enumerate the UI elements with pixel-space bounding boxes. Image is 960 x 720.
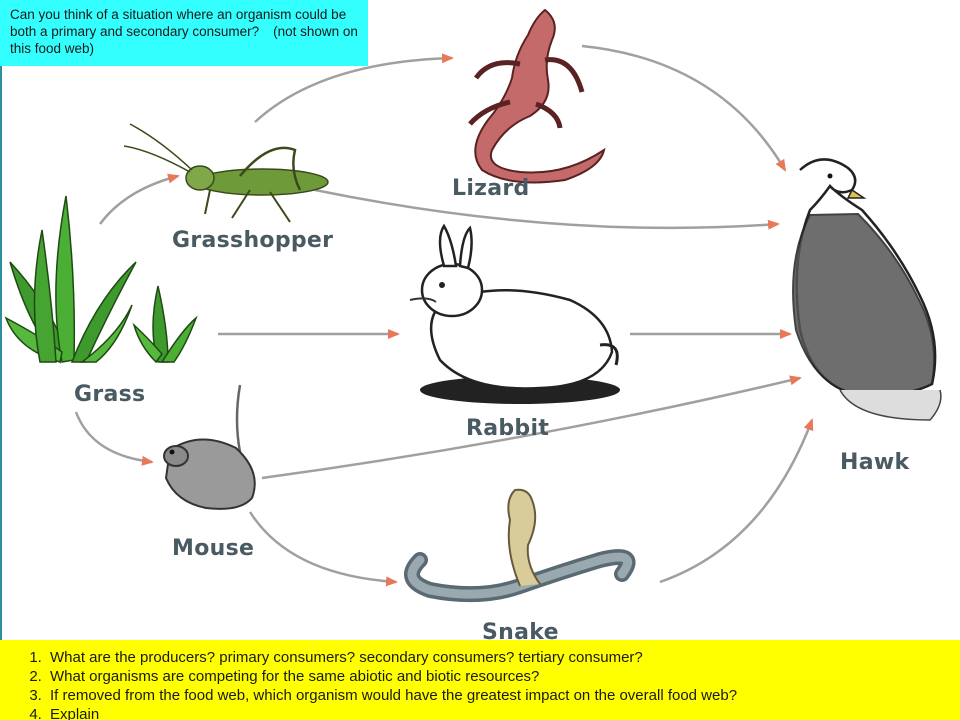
label-rabbit: Rabbit [466, 416, 550, 441]
label-grasshopper: Grasshopper [172, 228, 334, 253]
arrow-grasshopper-lizard [254, 53, 454, 123]
rabbit-illustration [409, 223, 620, 404]
label-grass: Grass [74, 382, 146, 407]
question-item: Explain [46, 705, 960, 720]
arrow-lizard-hawk [581, 44, 787, 172]
arrow-mouse-snake [248, 511, 398, 587]
lizard-illustration [468, 8, 606, 184]
grasshopper-illustration [123, 123, 329, 223]
left-border-line [0, 66, 2, 640]
label-hawk: Hawk [840, 450, 910, 475]
questions-box: What are the producers? primary consumer… [0, 640, 960, 720]
arrow-grasshopper-hawk [314, 188, 780, 230]
hawk-illustration [792, 158, 942, 421]
arrow-grass-grasshopper [98, 173, 180, 225]
callout-note: (not shown on this food web) [10, 24, 358, 56]
callout-text: Can you think of a situation where an or… [10, 7, 347, 39]
question-item: If removed from the food web, which orga… [46, 686, 960, 705]
question-item: What organisms are competing for the sam… [46, 667, 960, 686]
discussion-callout: Can you think of a situation where an or… [0, 0, 368, 66]
label-mouse: Mouse [172, 536, 255, 561]
label-lizard: Lizard [452, 176, 530, 201]
question-item: What are the producers? primary consumer… [46, 648, 960, 667]
grass-illustration [4, 195, 198, 364]
arrow-mouse-hawk [261, 375, 802, 480]
snake-illustration [404, 488, 636, 603]
arrow-grass-mouse [74, 411, 154, 466]
mouse-illustration [163, 384, 256, 510]
questions-list: What are the producers? primary consumer… [8, 648, 960, 720]
arrow-snake-hawk [659, 418, 814, 584]
